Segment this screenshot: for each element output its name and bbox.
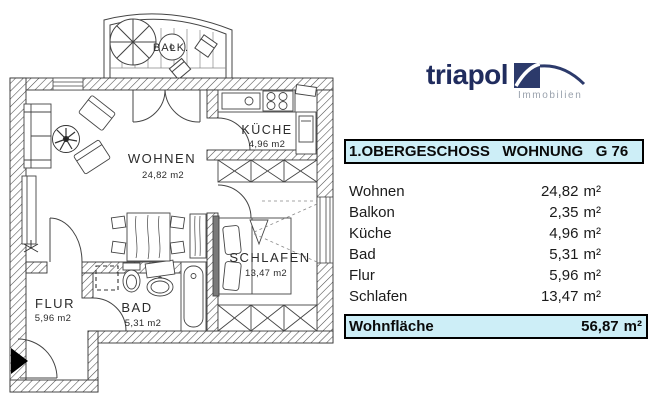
logo-swoosh-icon bbox=[514, 62, 586, 88]
row-unit: m² bbox=[583, 288, 602, 305]
wardrobe bbox=[217, 304, 318, 332]
sideboard-icon bbox=[21, 175, 37, 245]
window bbox=[316, 196, 334, 264]
row-label: Schlafen bbox=[349, 288, 408, 305]
row-value: 4,96 bbox=[549, 225, 579, 242]
row-label: Balkon bbox=[349, 204, 395, 221]
small-plant-icon bbox=[23, 240, 39, 253]
row-unit: m² bbox=[583, 204, 602, 221]
row-label: Flur bbox=[349, 267, 375, 284]
balcony-chair-icon bbox=[194, 34, 218, 58]
shelf-icon bbox=[189, 213, 207, 259]
company-logo: triapol Immobilien bbox=[426, 59, 586, 100]
floorplan: BALK. bbox=[9, 13, 334, 393]
row-label: Wohnen bbox=[349, 183, 405, 200]
room-label-bad: BAD bbox=[121, 300, 152, 315]
room-area-bad: 5,31 m2 bbox=[125, 318, 161, 329]
balcony-table-icon bbox=[158, 33, 186, 61]
balcony bbox=[103, 13, 233, 81]
row-label: Bad bbox=[349, 246, 376, 263]
logo-tagline-text: Immobilien bbox=[518, 90, 582, 100]
room-area-schlafen: 13,47 m2 bbox=[245, 268, 287, 279]
armchair-icon bbox=[78, 95, 116, 131]
parasol-icon bbox=[109, 18, 157, 66]
fridge-icon bbox=[295, 111, 317, 155]
entrance-arrow-icon bbox=[11, 348, 28, 374]
bed-icon bbox=[212, 215, 292, 297]
plan-title-bar: 1.OBERGESCHOSS WOHNUNG G 76 bbox=[344, 139, 644, 164]
room-area-wohnen: 24,82 m2 bbox=[142, 170, 184, 181]
bathtub-icon bbox=[180, 261, 207, 332]
balcony-label: BALK. bbox=[153, 42, 189, 54]
door-arcs bbox=[17, 89, 252, 379]
total-unit: m² bbox=[623, 318, 642, 335]
row-label: Küche bbox=[349, 225, 392, 242]
row-value: 2,35 bbox=[549, 204, 579, 221]
sofa-icon bbox=[23, 103, 52, 169]
walls bbox=[9, 77, 334, 393]
row-unit: m² bbox=[583, 183, 602, 200]
room-label-schlafen: SCHLAFEN bbox=[229, 250, 310, 265]
washing-machine-icon bbox=[95, 265, 119, 291]
room-area-kueche: 4,96 m2 bbox=[249, 139, 285, 150]
row-unit: m² bbox=[583, 246, 602, 263]
sink-icon bbox=[144, 259, 176, 297]
row-unit: m² bbox=[583, 225, 602, 242]
row-value: 5,96 bbox=[549, 267, 579, 284]
row-value: 24,82 bbox=[540, 183, 579, 200]
plant-icon bbox=[52, 125, 80, 153]
armchair-icon bbox=[73, 139, 111, 175]
kitchen-counter bbox=[217, 84, 317, 113]
plan-title: 1.OBERGESCHOSS WOHNUNG G 76 bbox=[349, 143, 629, 160]
row-value: 5,31 bbox=[549, 246, 579, 263]
total-value: 56,87 bbox=[581, 318, 619, 335]
toilet-icon bbox=[122, 262, 141, 293]
window bbox=[52, 77, 84, 91]
row-value: 13,47 bbox=[540, 288, 579, 305]
dining-table-icon bbox=[110, 212, 186, 262]
total-label: Wohnfläche bbox=[349, 318, 434, 335]
logo-brand-text: triapol bbox=[426, 59, 508, 90]
room-label-wohnen: WOHNEN bbox=[128, 151, 196, 166]
wardrobe bbox=[217, 159, 318, 183]
room-label-kueche: KÜCHE bbox=[241, 123, 292, 137]
room-label-flur: FLUR bbox=[35, 296, 75, 311]
room-area-flur: 5,96 m2 bbox=[35, 313, 71, 324]
balcony-chair-icon bbox=[168, 57, 192, 81]
row-unit: m² bbox=[583, 267, 602, 284]
